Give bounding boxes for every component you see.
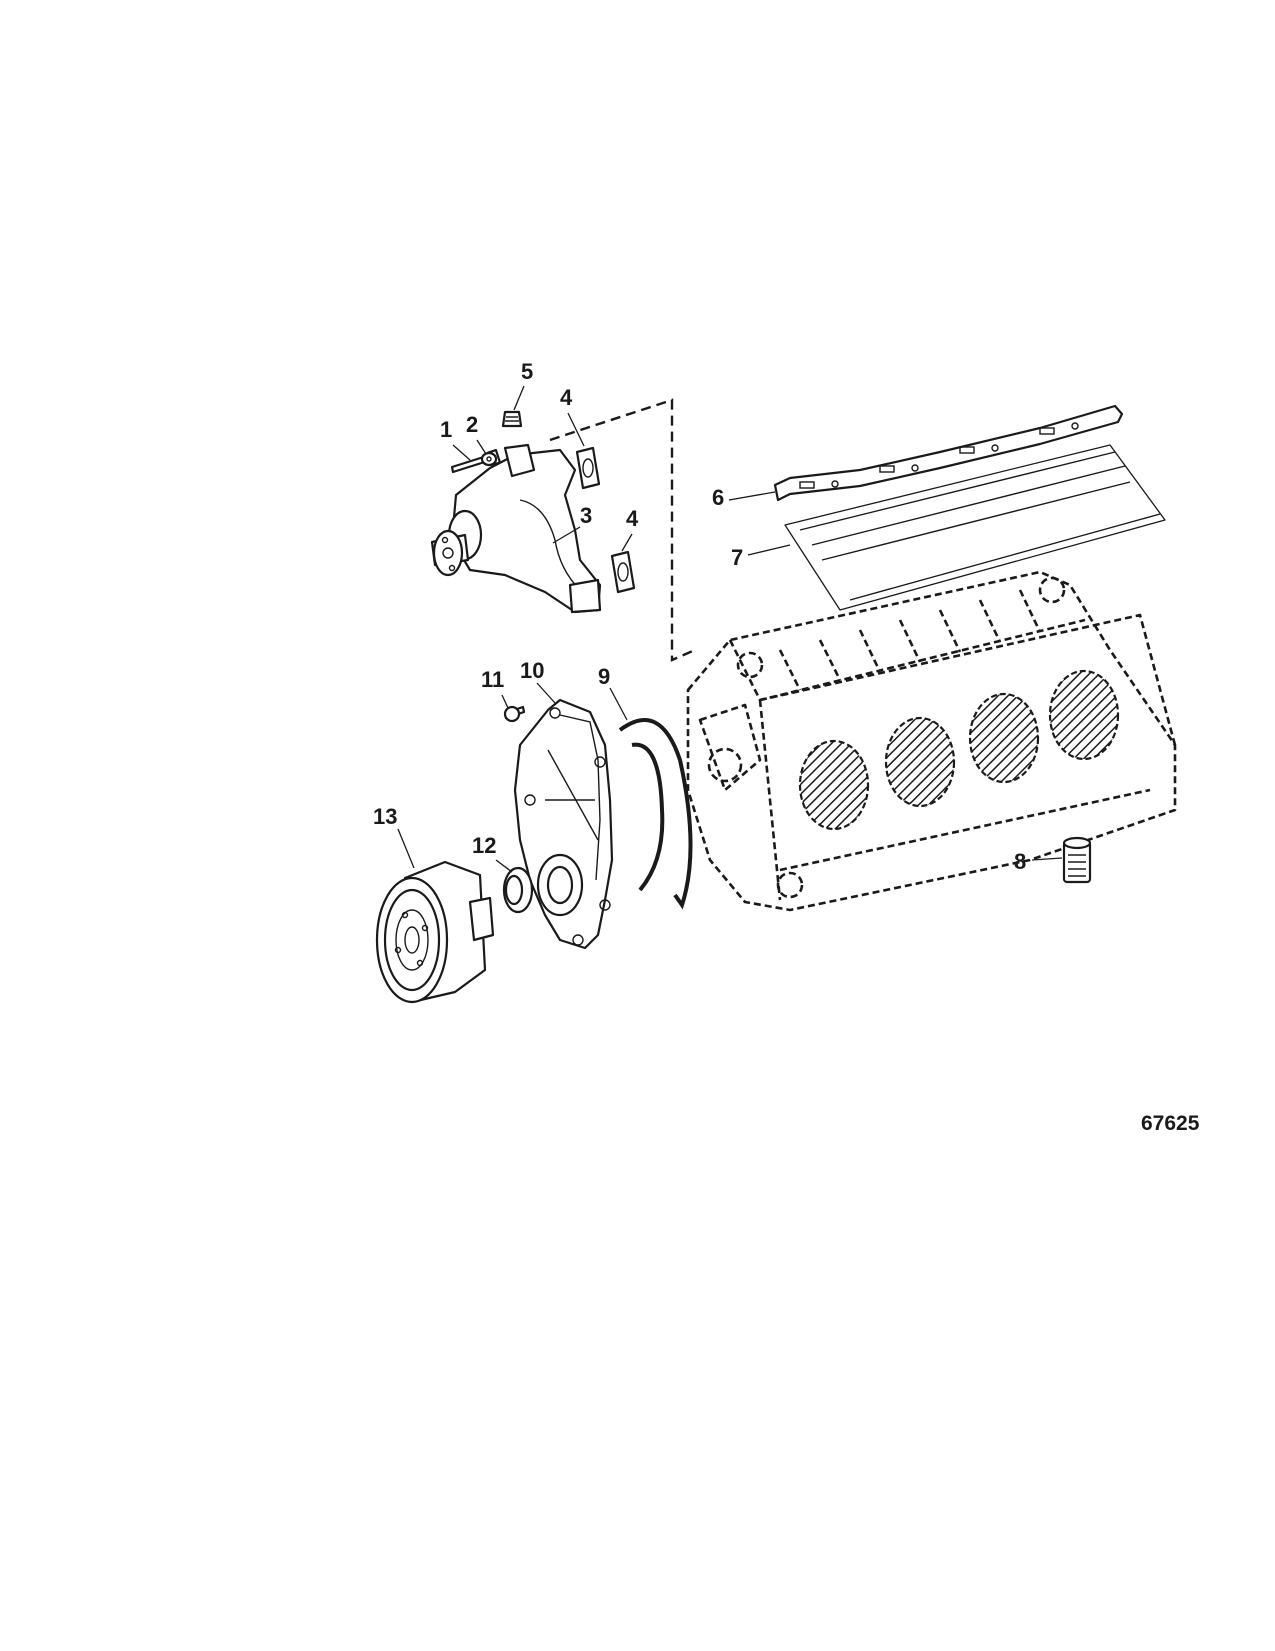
part-8-plug — [1062, 836, 1092, 884]
part-10-timing-cover — [513, 698, 614, 950]
part-12-front-seal — [502, 866, 534, 914]
callout-3: 3 — [580, 503, 592, 528]
callout-10: 10 — [520, 658, 544, 683]
assembly-dashed-line — [549, 398, 696, 662]
figure-id: 67625 — [1141, 1112, 1200, 1135]
callout-1: 1 — [440, 417, 452, 442]
callout-labels: 1 2 3 4 4 5 6 7 8 9 10 11 12 13 — [373, 359, 1026, 874]
part-3-water-pump — [430, 443, 602, 614]
part-2-washer — [480, 451, 498, 467]
callout-4-upper: 4 — [560, 385, 573, 410]
callout-2: 2 — [466, 412, 478, 437]
callout-9: 9 — [598, 664, 610, 689]
part-6-gasket — [773, 404, 1124, 502]
callout-7: 7 — [731, 545, 743, 570]
engine-block — [686, 570, 1177, 912]
callout-13: 13 — [373, 804, 397, 829]
part-11-screw — [503, 705, 526, 723]
part-4-gasket-upper — [575, 446, 601, 490]
part-13-balancer — [375, 860, 495, 1004]
callout-12: 12 — [472, 833, 496, 858]
callout-11: 11 — [481, 667, 504, 692]
callout-4-lower: 4 — [626, 506, 639, 531]
callout-6: 6 — [712, 485, 724, 510]
callout-8: 8 — [1014, 849, 1026, 874]
part-9-seal-ring — [618, 718, 693, 910]
part-7-baffle — [784, 444, 1166, 611]
part-5-plug — [501, 410, 523, 428]
part-4-gasket-lower — [610, 550, 636, 594]
callout-leaders — [397, 385, 1063, 873]
callout-5: 5 — [521, 359, 533, 384]
